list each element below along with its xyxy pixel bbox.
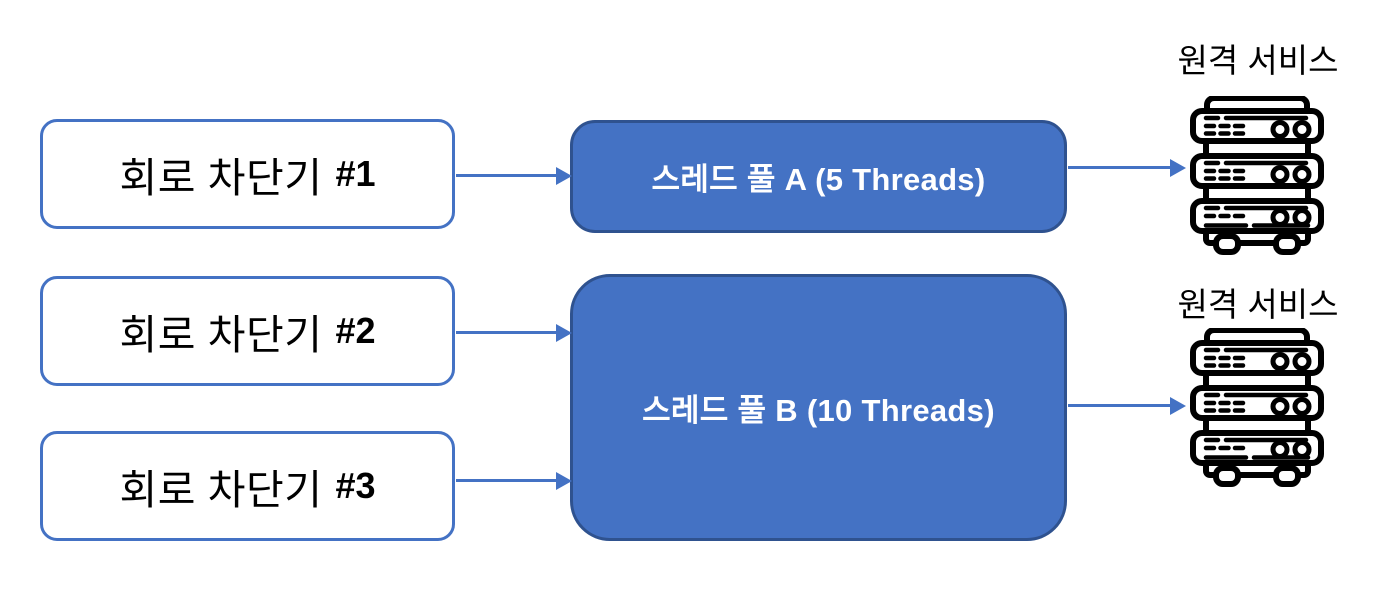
arrow-cb1-to-pool-a bbox=[456, 174, 556, 177]
thread-pool-a-label: 스레드 풀 A (5 Threads) bbox=[651, 162, 986, 197]
circuit-breaker-3-label: 회로 차단기 bbox=[119, 467, 323, 513]
arrow-cb2-to-pool-b bbox=[456, 331, 556, 334]
server-stack-icon bbox=[1190, 328, 1324, 488]
circuit-breaker-3-number: #3 bbox=[335, 465, 376, 506]
circuit-breaker-1-number: #1 bbox=[335, 153, 376, 194]
thread-pool-b-label: 스레드 풀 B (10 Threads) bbox=[642, 393, 995, 428]
circuit-breaker-2-label: 회로 차단기 bbox=[119, 312, 323, 358]
circuit-breaker-2-number: #2 bbox=[335, 310, 376, 351]
remote-service-2-label: 원격 서비스 bbox=[1177, 286, 1339, 323]
server-stack-icon bbox=[1190, 96, 1324, 256]
circuit-breaker-3-box: 회로 차단기 #3 bbox=[40, 431, 455, 541]
circuit-breaker-1-box: 회로 차단기 #1 bbox=[40, 119, 455, 229]
arrow-pool-b-to-service-2 bbox=[1068, 404, 1170, 407]
circuit-breaker-2-box: 회로 차단기 #2 bbox=[40, 276, 455, 386]
remote-service-1-label: 원격 서비스 bbox=[1177, 42, 1339, 79]
thread-pool-b-box: 스레드 풀 B (10 Threads) bbox=[570, 274, 1067, 541]
thread-pool-a-box: 스레드 풀 A (5 Threads) bbox=[570, 120, 1067, 233]
arrow-cb3-to-pool-b bbox=[456, 479, 556, 482]
arrow-pool-a-to-service-1 bbox=[1068, 166, 1170, 169]
circuit-breaker-1-label: 회로 차단기 bbox=[119, 155, 323, 201]
